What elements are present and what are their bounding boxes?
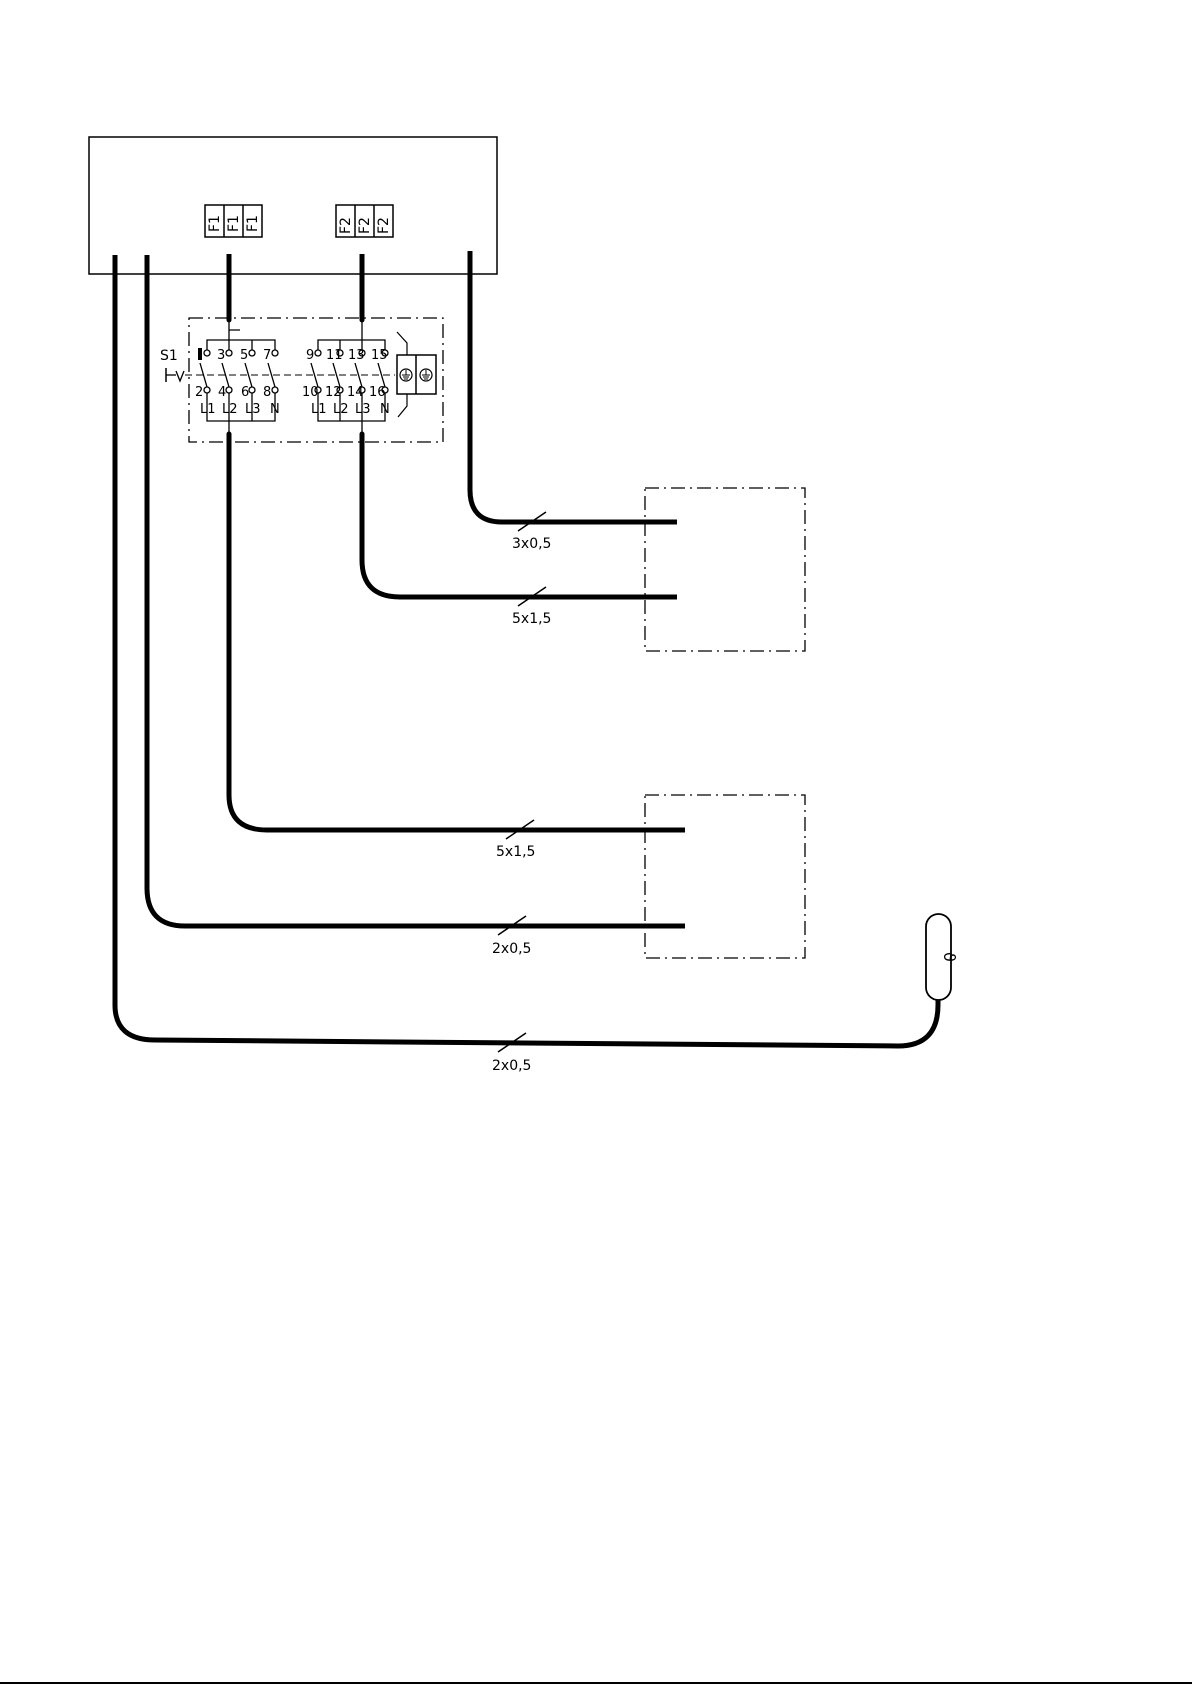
terminal-number: 9: [306, 348, 314, 363]
terminal-number: 16: [369, 385, 386, 400]
temperature-sensor: ϑ: [926, 914, 959, 1000]
cable-label: 2x0,5: [492, 1058, 531, 1074]
phase-label: L3: [245, 402, 261, 417]
phase-label: N: [270, 402, 280, 417]
fuse-f1-label: F1: [207, 215, 223, 232]
phase-label: L2: [222, 402, 238, 417]
junction-dots: [227, 318, 365, 437]
terminal-number: 8: [263, 385, 271, 400]
phase-label: L1: [200, 402, 216, 417]
load-box-upper: [645, 488, 805, 651]
switch-label: S1: [160, 348, 178, 364]
fuse-f1-label: F1: [226, 215, 242, 232]
fuse-group-f1: F1 F1 F1: [205, 205, 262, 237]
phase-label: L3: [355, 402, 371, 417]
cable-5x15-upper: [362, 434, 677, 597]
cable-label: 5x1,5: [512, 611, 551, 627]
terminal-number: 7: [263, 348, 271, 363]
terminal-number: 2: [195, 385, 203, 400]
fuse-f2-label: F2: [376, 217, 392, 234]
terminal-number: 6: [241, 385, 249, 400]
fuse-f2-label: F2: [338, 217, 354, 234]
phase-label: L1: [311, 402, 327, 417]
earth-icon: [400, 369, 412, 381]
phase-label: L2: [333, 402, 349, 417]
earth-terminal-block: [397, 332, 436, 417]
cable-markers: [498, 512, 546, 1052]
terminal-number: 3: [217, 348, 225, 363]
cable-label: 2x0,5: [492, 941, 531, 957]
fuse-f1-label: F1: [245, 215, 261, 232]
fuse-f2-label: F2: [357, 217, 373, 234]
switch-operator-icon: [166, 368, 395, 382]
terminal-number: 12: [325, 385, 342, 400]
control-unit-box: [89, 137, 497, 274]
terminal-number: 10: [302, 385, 319, 400]
terminal-number: 4: [218, 385, 226, 400]
thermometer-icon: ϑ: [940, 952, 959, 962]
terminal-number: 15: [371, 348, 388, 363]
terminal-number: 14: [347, 385, 364, 400]
cables: [115, 251, 938, 1046]
load-box-lower: [645, 795, 805, 958]
terminal-number: 13: [348, 348, 365, 363]
switch-position-mark: [198, 348, 202, 360]
terminal-number: 5: [240, 348, 248, 363]
cable-label: 5x1,5: [496, 844, 535, 860]
phase-label: N: [380, 402, 390, 417]
cable-label: 3x0,5: [512, 536, 551, 552]
cable-5x15-lower: [229, 434, 685, 830]
terminal-number: 11: [326, 348, 343, 363]
fuse-group-f2: F2 F2 F2: [336, 205, 393, 237]
earth-icon: [420, 369, 432, 381]
cable-3x05: [470, 251, 677, 522]
